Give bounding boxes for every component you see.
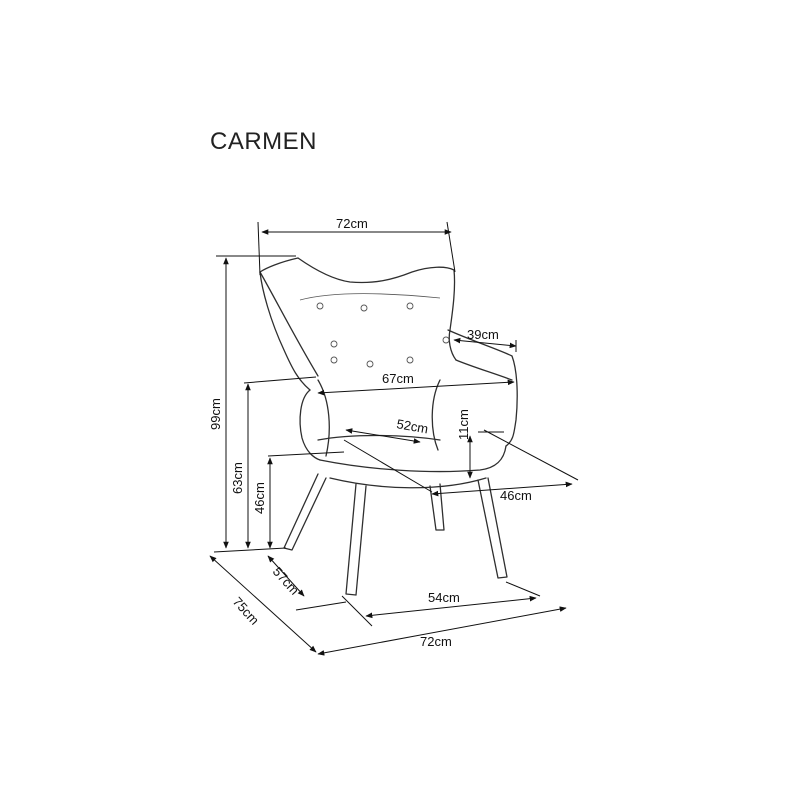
label-total-height: 99cm xyxy=(208,398,223,430)
dimension-labels: 72cm 39cm 67cm 52cm 11cm 46cm 99cm 63cm … xyxy=(208,216,532,649)
label-inner-width: 67cm xyxy=(382,371,414,386)
label-overall-width: 72cm xyxy=(420,634,452,649)
chair-outline xyxy=(259,257,518,596)
label-width-top: 72cm xyxy=(336,216,368,231)
tufting-buttons xyxy=(316,302,450,368)
label-seat-depth: 46cm xyxy=(500,488,532,503)
dimension-lines xyxy=(209,221,579,656)
label-armrest-depth: 39cm xyxy=(467,327,499,342)
label-seat-height: 46cm xyxy=(252,482,267,514)
label-armrest-height: 11cm xyxy=(456,409,471,440)
label-base-width: 54cm xyxy=(428,590,460,605)
label-seat-width: 52cm xyxy=(395,416,429,436)
product-title: CARMEN xyxy=(210,128,318,155)
label-base-depth: 57cm xyxy=(270,564,302,598)
label-armrest-floor-height: 63cm xyxy=(230,462,245,494)
